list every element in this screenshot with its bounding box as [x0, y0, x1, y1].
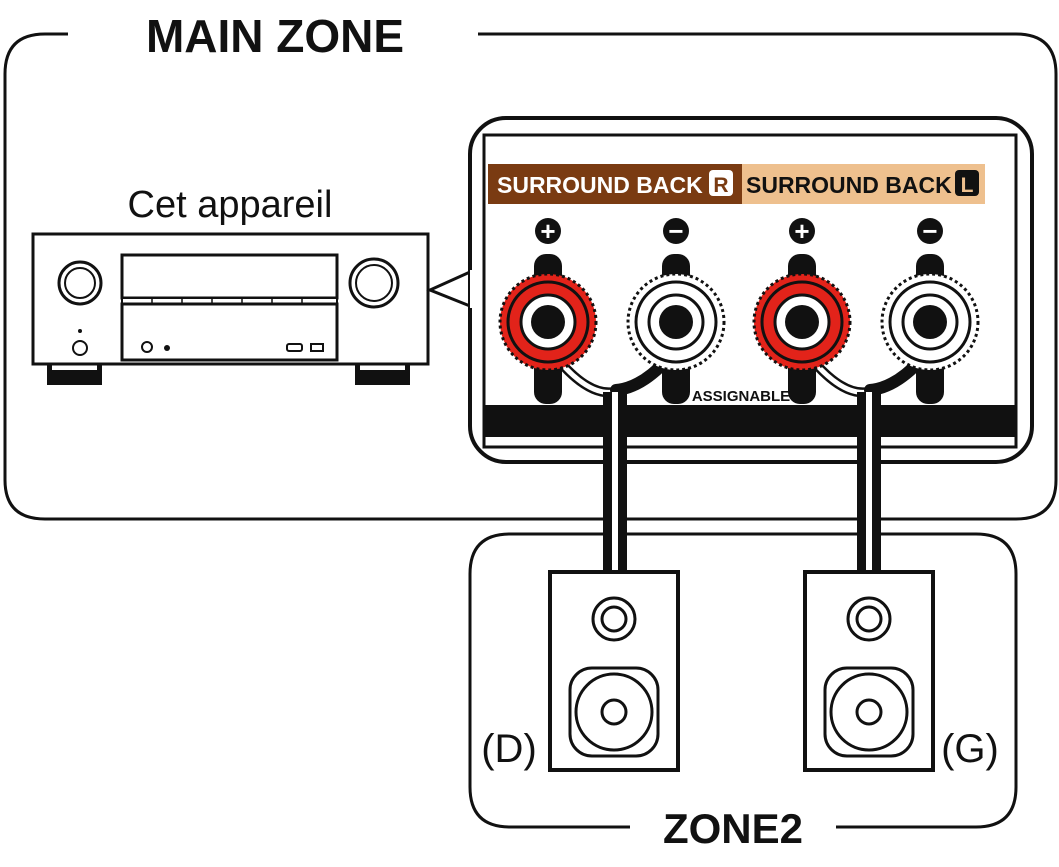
terminal-right-positive: [498, 272, 598, 372]
channel-label-left-bg: [742, 164, 985, 204]
speaker-left: [803, 570, 935, 772]
channel-badge-left: L: [961, 174, 974, 197]
polarity-sign-4: −: [922, 216, 937, 246]
speaker-left-label: (G): [941, 727, 999, 771]
assignable-label: ASSIGNABLE: [692, 388, 790, 405]
power-led: [78, 329, 82, 333]
zone2-frame: [468, 532, 1018, 829]
polarity-marker-3: +: [789, 216, 815, 246]
channel-label-right: SURROUND BACK: [497, 172, 703, 198]
speaker-right-label: (D): [481, 727, 537, 771]
usb-port: [310, 343, 324, 352]
terminal-left-positive: [752, 272, 852, 372]
mic-jack: [164, 345, 170, 351]
terminal-left-negative: [880, 272, 980, 372]
av-receiver: [31, 232, 430, 385]
channel-badge-left-bg: [955, 170, 979, 196]
polarity-sign-3: +: [794, 216, 809, 246]
channel-badge-right-bg: [709, 170, 733, 196]
power-button: [72, 340, 88, 356]
channel-badge-right: R: [713, 174, 728, 197]
terminal-right-negative: [626, 272, 726, 372]
hdmi-port: [286, 343, 303, 352]
main-zone-title: MAIN ZONE: [146, 10, 404, 62]
volume-knob-right: [348, 257, 400, 309]
zone2-title: ZONE2: [663, 805, 803, 852]
polarity-sign-2: −: [668, 216, 683, 246]
main-zone-frame: [3, 32, 1058, 521]
headphone-jack: [141, 341, 153, 353]
polarity-marker-1: +: [535, 216, 561, 246]
speaker-right: [548, 570, 680, 772]
device-label: Cet appareil: [128, 184, 333, 226]
channel-label-right-bg: [488, 164, 742, 204]
display-window: [120, 253, 339, 300]
polarity-sign-1: +: [540, 216, 555, 246]
callout-pointer: [426, 270, 471, 308]
channel-label-left: SURROUND BACK: [746, 172, 952, 198]
polarity-marker-4: −: [917, 216, 943, 246]
front-door: [120, 302, 339, 362]
polarity-marker-2: −: [663, 216, 689, 246]
